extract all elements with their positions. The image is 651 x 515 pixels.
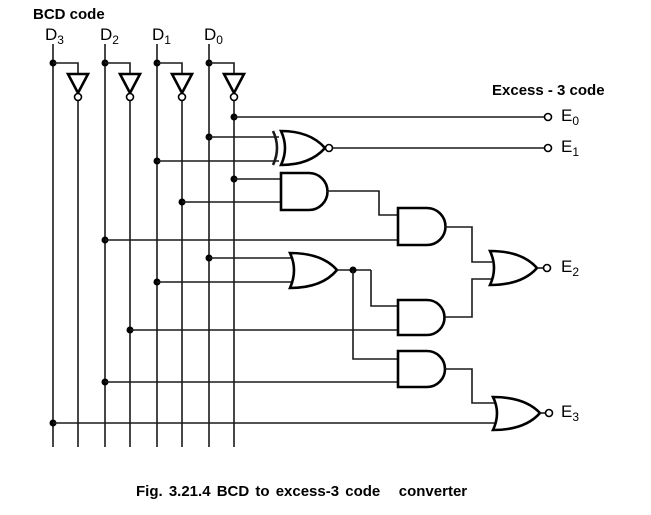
- input-label-d1: D1: [152, 25, 171, 47]
- output-label-name: E: [561, 402, 573, 421]
- output-label-sub: 1: [572, 145, 580, 159]
- output-terminal-e0: [543, 112, 553, 122]
- output-label-e2: E2: [561, 257, 579, 279]
- output-title: Excess - 3 code: [492, 82, 605, 99]
- output-label-sub: 0: [572, 114, 580, 128]
- input-label-sub: 2: [112, 33, 119, 47]
- input-label-name: D: [45, 25, 58, 44]
- output-terminal-e2: [542, 263, 552, 273]
- output-label-e1: E1: [561, 137, 579, 159]
- input-label-d2: D2: [100, 25, 119, 47]
- inverter-d3: [49, 59, 91, 102]
- input-label-d0: D0: [204, 25, 223, 47]
- output-label-e0: E0: [561, 106, 579, 128]
- input-label-name: D: [152, 25, 165, 44]
- input-label-sub: 1: [164, 33, 171, 47]
- or-gate-e3: [49, 395, 554, 432]
- inverter-d1: [153, 59, 195, 102]
- output-label-name: E: [561, 137, 573, 156]
- xnor-gate-e1: [153, 129, 553, 167]
- output-label-name: E: [561, 106, 573, 125]
- output-label-sub: 2: [572, 265, 580, 279]
- input-bus: [52, 44, 235, 447]
- or-gate-e2: [487, 249, 552, 287]
- inverter-d2: [101, 59, 143, 102]
- wire-e0: [230, 112, 553, 122]
- figure-caption: Fig. 3.21.4 BCD to excess-3 code convert…: [136, 483, 468, 500]
- output-label-name: E: [561, 257, 573, 276]
- inverter-d0: [205, 59, 247, 102]
- or-gate-1: [153, 251, 398, 360]
- output-label-sub: 3: [572, 410, 580, 424]
- input-label-name: D: [204, 25, 217, 44]
- output-terminal-e3: [544, 408, 554, 418]
- input-label-d3: D3: [45, 25, 64, 47]
- and-gate-4: [101, 349, 495, 404]
- output-terminal-e1: [543, 143, 553, 153]
- and-gate-3: [126, 278, 492, 337]
- input-label-name: D: [100, 25, 113, 44]
- output-label-e3: E3: [561, 402, 579, 424]
- and-gate-2: [101, 206, 492, 263]
- input-label-sub: 0: [216, 33, 223, 47]
- input-title: BCD code: [33, 6, 105, 23]
- input-label-sub: 3: [57, 33, 64, 47]
- and-gate-1: [178, 171, 398, 216]
